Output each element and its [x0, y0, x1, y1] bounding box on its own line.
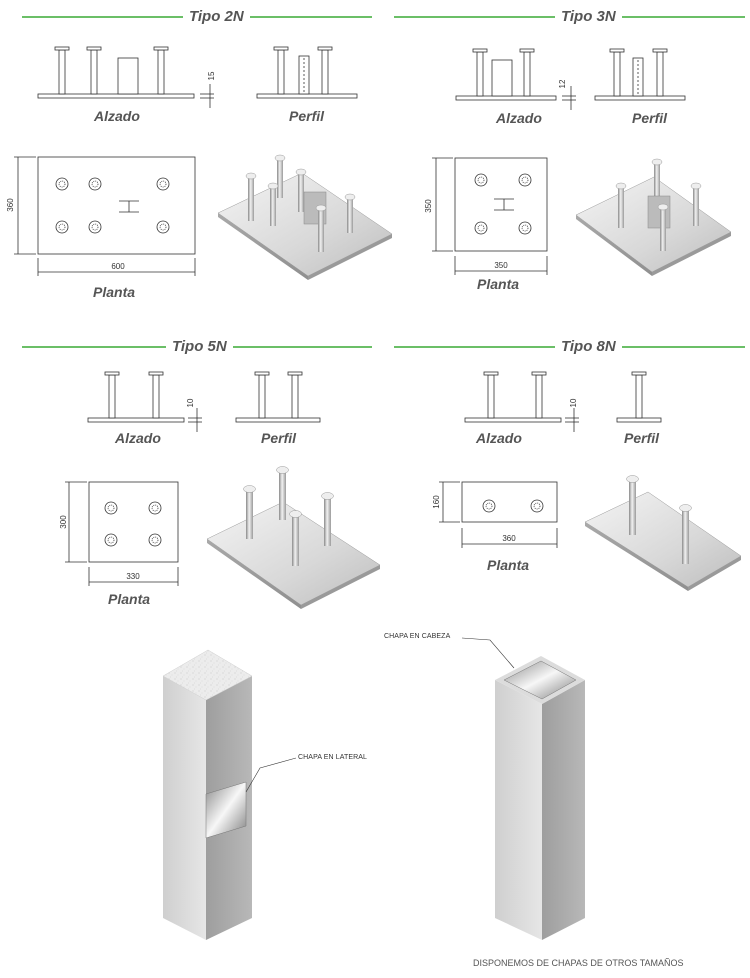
lateral-leader-line	[245, 757, 297, 793]
tipo-3n-3d-plate	[575, 158, 732, 276]
tipo-2n-width-dim: 600	[111, 262, 125, 271]
tipo-8n-profile-label: Perfil	[624, 430, 660, 446]
column-lateral-plate	[162, 649, 297, 940]
tipo-8n-elevation-label: Alzado	[476, 430, 522, 446]
lateral-plate-callout: CHAPA EN LATERAL	[298, 754, 368, 761]
tipo-8n-3d-plate	[584, 475, 742, 591]
tipo-2n-profile-label: Perfil	[289, 108, 325, 124]
section-title-tipo-2n: Tipo 2N	[183, 8, 250, 26]
tipo-5n-elevation-label: Alzado	[115, 430, 161, 446]
tipo-2n-profile	[256, 46, 358, 99]
tipo-2n-height-dim: 360	[6, 198, 15, 212]
tipo-8n-plan	[439, 481, 558, 548]
tipo-8n-width-dim: 360	[502, 534, 516, 543]
tipo-3n-width-dim: 350	[494, 261, 508, 270]
tipo-3n-elevation	[455, 48, 576, 110]
tipo-2n-plan	[14, 156, 196, 276]
tipo-5n-profile-label: Perfil	[261, 430, 297, 446]
tipo-5n-plan-label: Planta	[108, 591, 151, 607]
head-plate-callout: CHAPA EN CABEZA	[384, 633, 451, 640]
tipo-3n-plan	[432, 157, 548, 275]
tipo-2n-3d-plate	[217, 154, 393, 280]
tipo-5n-profile	[235, 371, 321, 423]
section-title-tipo-3n: Tipo 3N	[555, 8, 622, 26]
tipo-2n-plan-label: Planta	[93, 284, 136, 300]
tipo-8n-plan-label: Planta	[487, 557, 530, 573]
tipo-2n-anchor-holes	[55, 177, 170, 234]
tipo-5n-3d-plate	[206, 466, 381, 609]
tipo-3n-height-dim: 350	[424, 199, 433, 213]
tipo-5n-height-dim: 300	[59, 515, 68, 529]
tipo-5n-plan	[65, 481, 179, 586]
tipo-3n-thickness-dim: 12	[558, 79, 567, 88]
tipo-3n-profile	[594, 48, 686, 101]
column-head-plate	[461, 637, 585, 940]
tipo-5n-thickness-dim: 10	[186, 398, 195, 407]
tipo-5n-elevation	[87, 371, 202, 432]
tipo-2n-thickness-dim: 15	[207, 71, 216, 80]
tipo-8n-thickness-dim: 10	[569, 398, 578, 407]
tipo-8n-elevation	[464, 371, 579, 432]
section-title-tipo-5n: Tipo 5N	[166, 338, 233, 356]
tipo-8n-height-dim: 160	[432, 495, 441, 509]
tipo-3n-plan-label: Planta	[477, 276, 520, 292]
tipo-2n-elevation-label: Alzado	[94, 108, 140, 124]
head-plate	[503, 660, 577, 700]
lateral-plate	[205, 781, 247, 839]
tipo-3n-profile-label: Perfil	[632, 110, 668, 126]
head-leader-line	[461, 637, 515, 669]
tipo-3n-elevation-label: Alzado	[496, 110, 542, 126]
section-title-tipo-8n: Tipo 8N	[555, 338, 622, 356]
footer-note: DISPONEMOS DE CHAPAS DE OTROS TAMAÑOS	[473, 958, 684, 968]
tipo-2n-elevation	[37, 46, 214, 108]
tipo-5n-width-dim: 330	[126, 572, 140, 581]
tipo-8n-profile	[616, 371, 662, 423]
